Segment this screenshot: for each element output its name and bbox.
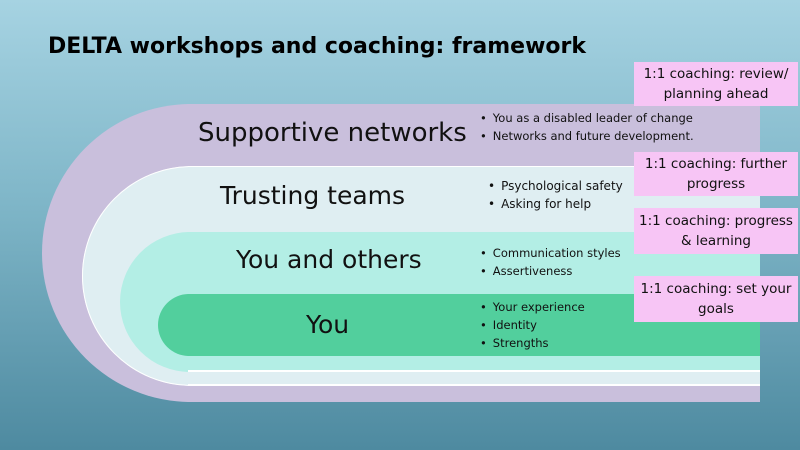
layer-heading-you-and-others: You and others [236, 245, 422, 274]
layer-heading-trusting-teams: Trusting teams [220, 181, 406, 210]
list-item: Your experience [480, 298, 585, 316]
layer-bullets-you: Your experience Identity Strengths [480, 298, 585, 352]
list-item: Identity [480, 316, 585, 334]
layer-heading-supportive-networks: Supportive networks [198, 118, 467, 148]
layer-bullets-trusting-teams: Psychological safety Asking for help [488, 177, 623, 213]
layer-bullets-you-and-others: Communication styles Assertiveness [480, 244, 621, 280]
separator [188, 370, 760, 372]
list-item: Networks and future development. [480, 127, 694, 145]
layer-heading-you: You [306, 310, 350, 339]
coaching-box-set-goals: 1:1 coaching: set your goals [634, 276, 798, 322]
coaching-box-progress-learning: 1:1 coaching: progress & learning [634, 208, 798, 254]
list-item: Asking for help [488, 195, 623, 213]
list-item: Strengths [480, 334, 585, 352]
list-item: Communication styles [480, 244, 621, 262]
separator [188, 384, 760, 386]
layer-bullets-supportive-networks: You as a disabled leader of change Netwo… [480, 109, 694, 145]
coaching-box-review: 1:1 coaching: review/ planning ahead [634, 62, 798, 106]
coaching-box-further-progress: 1:1 coaching: further progress [634, 152, 798, 196]
list-item: Assertiveness [480, 262, 621, 280]
page-title: DELTA workshops and coaching: framework [48, 34, 587, 59]
list-item: Psychological safety [488, 177, 623, 195]
separator [188, 166, 760, 167]
list-item: You as a disabled leader of change [480, 109, 694, 127]
